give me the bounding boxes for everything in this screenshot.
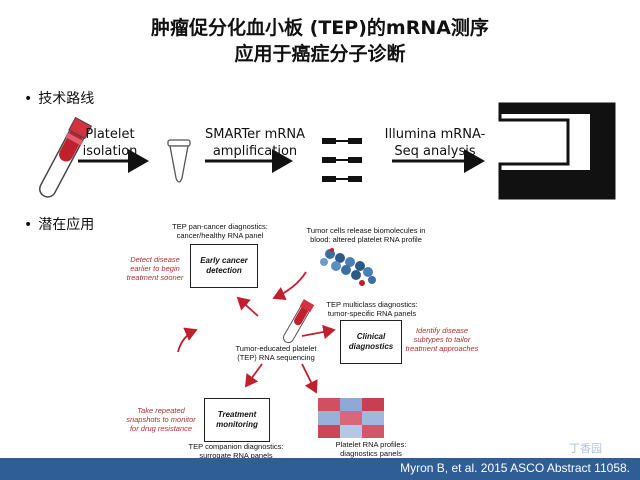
section-label: 潜在应用 — [38, 217, 95, 233]
arrow-from-tumor — [272, 271, 307, 301]
center-tube-icon — [283, 299, 315, 344]
citation: Myron B, et al. 2015 ASCO Abstract 11058… — [400, 461, 630, 475]
arrow-to-clinical — [301, 324, 336, 340]
section-technology-route: • 技术路线 — [24, 88, 94, 108]
arrow-to-early-detection — [236, 296, 259, 317]
tumor-cells-icon — [320, 248, 376, 286]
footer-bar — [0, 458, 640, 480]
dna-strands-icon — [322, 138, 362, 182]
rna-profiles-label: Platelet RNA profiles:diagnostics panels — [335, 440, 407, 458]
blood-tube-icon — [39, 116, 93, 198]
heatmap-icon — [318, 398, 384, 438]
sequencer-icon — [498, 102, 616, 200]
section-label: 技术路线 — [38, 91, 95, 107]
watermark-logo: 丁香园 — [569, 443, 602, 455]
slide-title-line2: 应用于癌症分子诊断 — [234, 43, 406, 65]
companion-label: TEP companion diagnostics:surrogate RNA … — [188, 442, 284, 460]
microtube-icon — [167, 139, 191, 183]
section-potential-applications: • 潜在应用 — [24, 214, 94, 234]
bullet: • — [24, 217, 33, 233]
tep-sequencing-label: Tumor-educated platelet(TEP) RNA sequenc… — [235, 344, 317, 362]
bullet: • — [24, 91, 33, 107]
arrow-to-profiles — [301, 363, 318, 394]
arrow-to-monitoring — [244, 363, 263, 388]
arrow-from-profiles — [177, 327, 198, 353]
step-illumina-seq: Illumina mRNA-Seq analysis — [384, 127, 486, 159]
pan-cancer-label: TEP pan-cancer diagnostics:cancer/health… — [172, 222, 268, 240]
slide-title-line1: 肿瘤促分化血小板 (TEP)的mRNA测序 — [151, 17, 489, 39]
multiclass-label: TEP multiclass diagnostics:tumor-specifi… — [326, 300, 418, 318]
